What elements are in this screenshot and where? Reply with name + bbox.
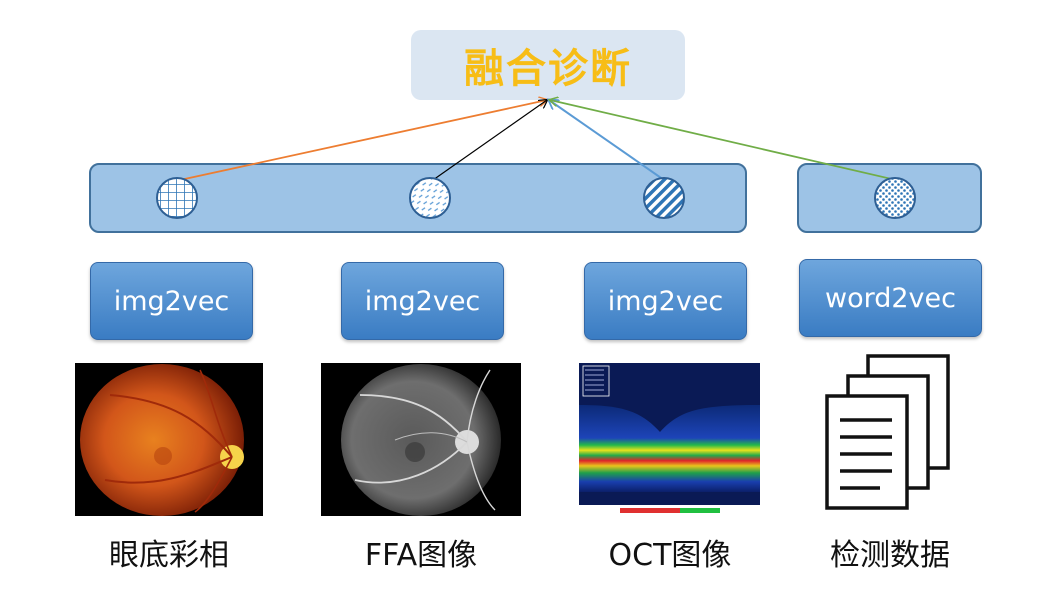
img2vec-button-ffa[interactable]: img2vec: [341, 262, 504, 340]
feature-circle-fundus: [156, 177, 198, 219]
arrow-ffa: [432, 100, 547, 181]
arrow-data: [550, 100, 897, 181]
fusion-diagnosis-box: 融合诊断: [411, 30, 685, 100]
caption-data: 检测数据: [830, 538, 950, 573]
feature-circle-ffa: [409, 177, 451, 219]
arrow-fundus: [179, 100, 547, 181]
image-feature-bar: [89, 163, 747, 233]
feature-circle-data: [874, 177, 916, 219]
document-stack-icon: [825, 354, 950, 510]
fundus-photo-image: [75, 363, 263, 516]
caption-fundus: 眼底彩相: [109, 538, 229, 573]
arrow-oct: [549, 100, 665, 181]
img2vec-button-fundus[interactable]: img2vec: [90, 262, 253, 340]
oct-image: [579, 363, 760, 516]
feature-circle-oct: [643, 177, 685, 219]
caption-ffa: FFA图像: [364, 538, 478, 573]
word2vec-button[interactable]: word2vec: [799, 259, 982, 337]
ffa-image: [321, 363, 521, 516]
caption-oct: OCT图像: [608, 538, 732, 573]
img2vec-button-oct[interactable]: img2vec: [584, 262, 747, 340]
fusion-diagnosis-title: 融合诊断: [464, 46, 632, 92]
